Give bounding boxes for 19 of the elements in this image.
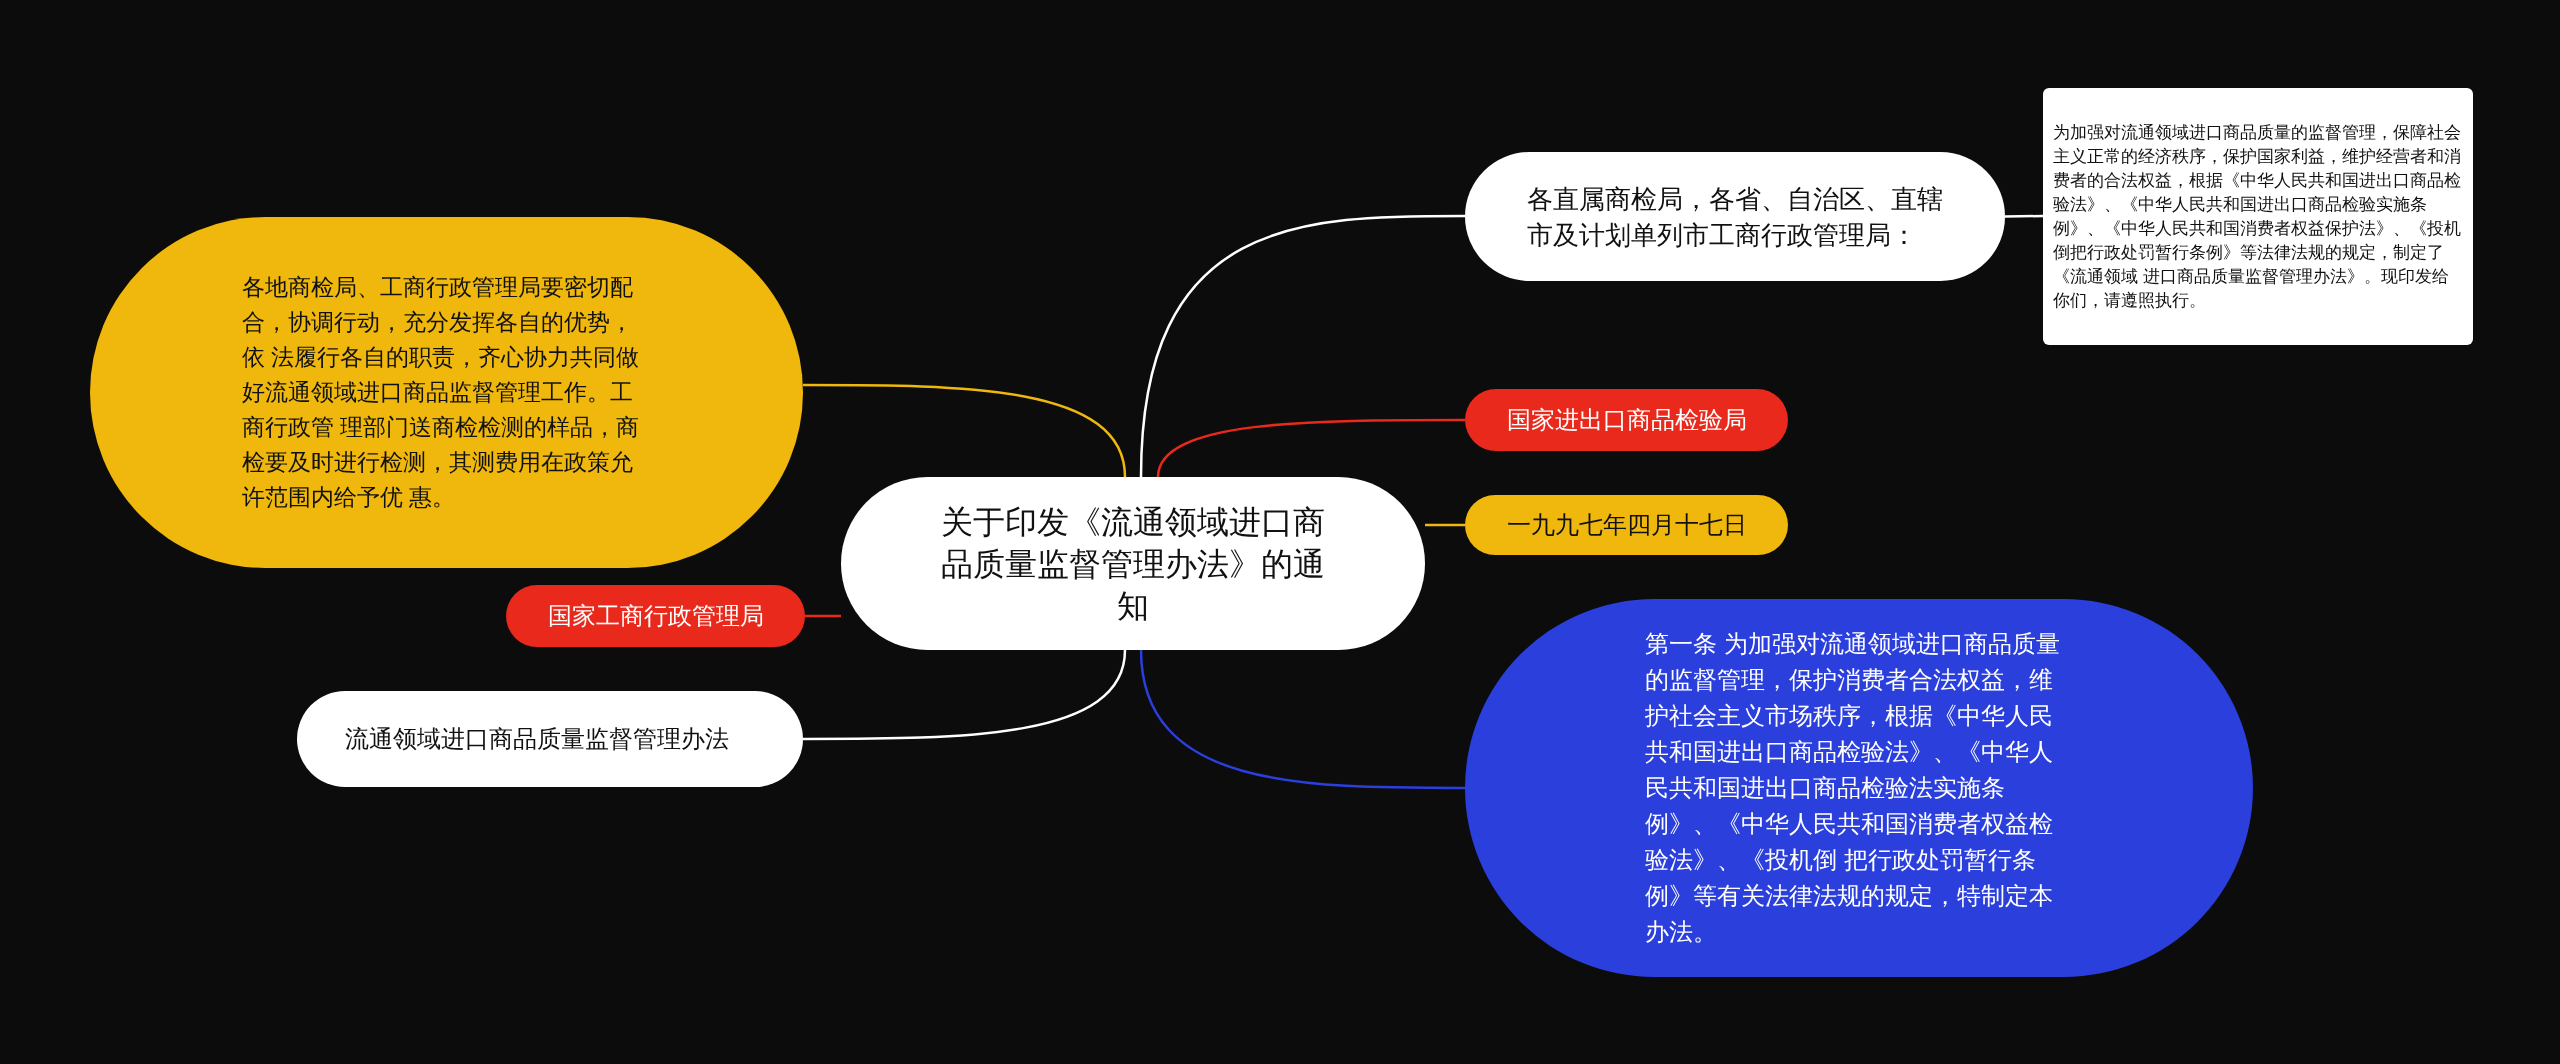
connector-line: [803, 383, 1127, 478]
topic-text: 第一条 为加强对流通领域进口商品质量的监督管理，保护消费者合法权益，维护社会主义市场秩序，根据《中华人民共和国进出口商品检验法》、《中华人民共和国进出口商品检验法实施条例》、《中华人民共和国消费者权益检验法》、《投机倒 把行政处罚暂行条例》等有关法律法规的规定，特制定本办法。: [1645, 629, 2061, 947]
topic-text: 为加强对流通领域进口商品质量的监督管理，保障社会主义正常的经济秩序，保护国家利益，维护经营者和消费者的合法权益，根据《中华人民共和国进出口商品检验法》、《中华人民共和国进出口商品检验实施条例》、《中华人民共和国消费者权益保护法》、《投机倒把行政处罚暂行条例》等法律法规的规定，制定了《流通领域 进口商品质量监督管理办法》。现印发给你们，请遵照执行。: [2053, 121, 2462, 312]
topic-pill: [1465, 495, 1788, 555]
connector-line: [1139, 214, 1465, 478]
topic-text: 关于印发《流通领域进口商品质量监督管理办法》的通知: [940, 502, 1326, 626]
topic-text: 各地商检局、工商行政管理局要密切配合，协调行动，充分发挥各自的优势，依 法履行各自的职责，齐心协力共同做好流通领域进口商品监督管理工作。工商行政管 理部门送商检检测的样品，商检要及时进行检测，其测费用在政策允许范围内给予优 惠。: [242, 273, 641, 512]
connector-line: [1139, 649, 1465, 790]
topic-text: 各直属商检局，各省、自治区、直辖市及计划单列市工商行政管理局：: [1527, 182, 1944, 252]
topic-text: 国家工商行政管理局: [546, 601, 765, 631]
connector-line: [805, 614, 841, 618]
topic-text: 流通领域进口商品质量监督管理办法: [345, 724, 730, 754]
topic-text: 一九九七年四月十七日: [1505, 510, 1748, 540]
connector-line: [1156, 418, 1465, 478]
topic-text: 国家进出口商品检验局: [1505, 405, 1748, 435]
connector-line: [1425, 523, 1465, 527]
note-card: [2043, 88, 2473, 345]
connector-line: [803, 649, 1127, 741]
connector-line: [2005, 214, 2043, 218]
